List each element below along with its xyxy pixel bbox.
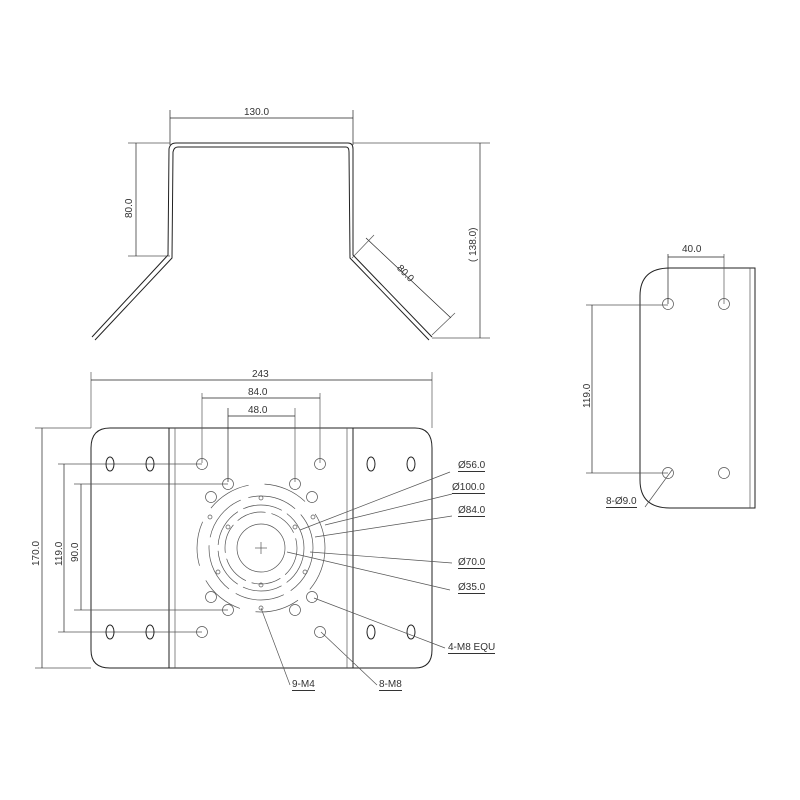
- callout-8-d9: 8-Ø9.0: [606, 496, 637, 508]
- side-view-bracket: [91, 110, 490, 341]
- dim-width-130: 130.0: [244, 107, 270, 118]
- dim-spacing-119-end: 119.0: [582, 383, 593, 408]
- callout-d56: Ø56.0: [458, 460, 486, 472]
- plan-view-plate: [35, 372, 453, 686]
- dim-width-243: 243: [252, 369, 269, 380]
- callout-9-m4: 9-M4: [292, 679, 315, 691]
- dim-height-138: ( 138.0): [468, 227, 479, 262]
- callout-d35: Ø35.0: [458, 582, 486, 594]
- callout-d84: Ø84.0: [458, 505, 486, 517]
- dim-spacing-84: 84.0: [248, 387, 268, 398]
- end-view-flange: [586, 254, 756, 509]
- dim-spacing-40: 40.0: [682, 244, 702, 255]
- dim-leg-80: 80.0: [124, 198, 135, 218]
- dim-height-170: 170.0: [31, 540, 42, 566]
- callout-8-m8: 8-M8: [379, 679, 402, 691]
- callout-4-m8-equ: 4-M8 EQU: [448, 642, 496, 654]
- callout-d70: Ø70.0: [458, 557, 486, 569]
- dim-spacing-48: 48.0: [248, 405, 268, 416]
- callout-d100: Ø100.0: [452, 482, 485, 494]
- dim-spacing-119: 119.0: [54, 541, 65, 566]
- dim-spacing-90: 90.0: [70, 542, 81, 562]
